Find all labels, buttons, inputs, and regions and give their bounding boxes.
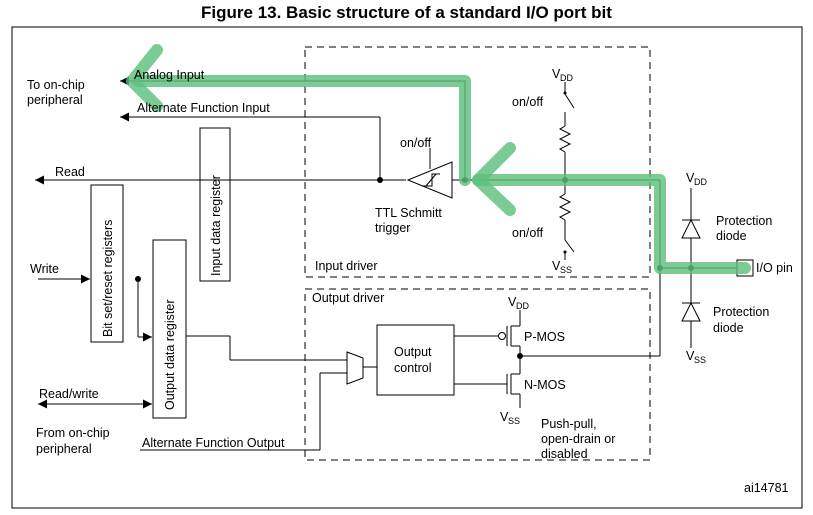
- label-pushpull-2: open-drain or: [541, 432, 615, 446]
- label-from-peripheral-1: From on-chip: [36, 426, 110, 440]
- label-input-driver: Input driver: [315, 259, 378, 273]
- svg-text:SS: SS: [560, 265, 572, 275]
- svg-text:DD: DD: [694, 177, 707, 187]
- label-ttl-2: trigger: [375, 221, 410, 235]
- bit-set-reset-box: [90, 184, 124, 343]
- label-pmos: P-MOS: [524, 330, 565, 344]
- pmos-transistor: [498, 325, 520, 347]
- protection-diode-top: [681, 218, 701, 239]
- label-onoff-schmitt: on/off: [400, 136, 432, 150]
- outer-frame: [11, 26, 803, 509]
- input-data-register-box: [199, 127, 231, 282]
- pull-up-switch: [563, 91, 575, 109]
- label-output-control-1: Output: [394, 345, 432, 359]
- label-protection-2a: Protection: [713, 305, 769, 319]
- label-output-driver: Output driver: [312, 291, 384, 305]
- label-onoff-bottom: on/off: [512, 226, 544, 240]
- label-read-write: Read/write: [39, 387, 99, 401]
- svg-text:V: V: [686, 349, 695, 363]
- label-output-control-2: control: [394, 361, 432, 375]
- label-alt-func-input: Alternate Function Input: [137, 101, 270, 115]
- figure-title: Figure 13. Basic structure of a standard…: [201, 3, 612, 22]
- output-mux: [346, 351, 364, 385]
- label-io-pin: I/O pin: [756, 261, 793, 275]
- label-from-peripheral-2: peripheral: [36, 442, 92, 456]
- protection-diode-bottom: [681, 301, 701, 322]
- output-driver-region: [304, 288, 651, 461]
- label-to-peripheral-2: peripheral: [27, 93, 83, 107]
- label-read: Read: [55, 165, 85, 179]
- label-input-data-register: Input data register: [209, 175, 223, 276]
- label-output-data-register: Output data register: [163, 300, 177, 410]
- label-to-peripheral-1: To on-chip: [27, 78, 85, 92]
- label-nmos: N-MOS: [524, 378, 566, 392]
- nmos-transistor: [506, 373, 520, 395]
- analog-path-highlight: [126, 44, 751, 274]
- pull-down-switch: [563, 239, 575, 254]
- label-protection-1b: diode: [716, 229, 747, 243]
- label-bit-set-reset: Bit set/reset registers: [101, 220, 115, 337]
- label-alt-func-output: Alternate Function Output: [142, 436, 285, 450]
- svg-text:DD: DD: [560, 73, 573, 83]
- label-write: Write: [30, 262, 59, 276]
- svg-text:V: V: [686, 171, 695, 185]
- schmitt-trigger: [406, 148, 453, 199]
- input-driver-region: [304, 46, 651, 278]
- label-analog-input: Analog Input: [134, 68, 205, 82]
- label-protection-1a: Protection: [716, 214, 772, 228]
- svg-text:V: V: [552, 67, 561, 81]
- svg-text:SS: SS: [694, 355, 706, 365]
- svg-text:DD: DD: [516, 301, 529, 311]
- label-protection-2b: diode: [713, 321, 744, 335]
- output-data-register-box: [152, 239, 187, 419]
- label-pushpull-1: Push-pull,: [541, 417, 597, 431]
- label-onoff-top: on/off: [512, 95, 544, 109]
- svg-text:V: V: [508, 295, 517, 309]
- svg-text:V: V: [500, 410, 509, 424]
- svg-text:SS: SS: [508, 416, 520, 426]
- label-ttl-1: TTL Schmitt: [375, 206, 442, 220]
- label-ref: ai14781: [744, 481, 789, 495]
- label-pushpull-3: disabled: [541, 447, 588, 461]
- output-control-box: [376, 324, 455, 396]
- svg-text:V: V: [552, 259, 561, 273]
